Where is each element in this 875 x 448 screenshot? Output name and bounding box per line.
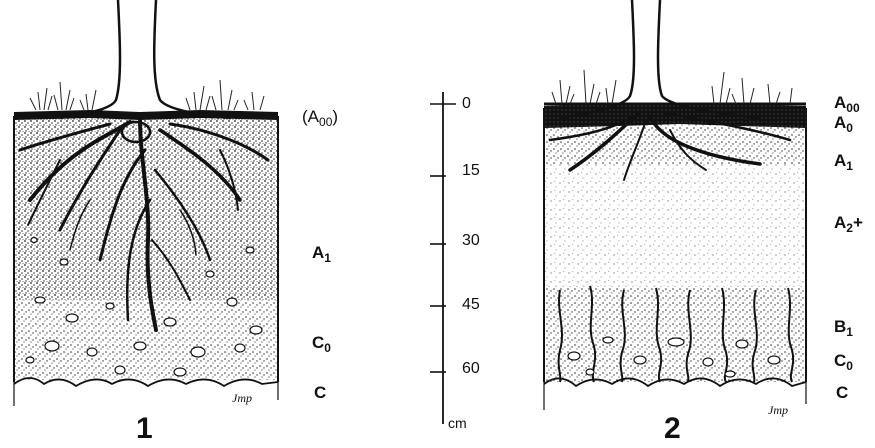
tick-label-45: 45 — [462, 297, 480, 313]
profile-2-tree-trunk — [560, 0, 760, 118]
scale-unit: cm — [448, 416, 467, 430]
profile-1-tree-trunk — [60, 0, 230, 118]
tick-label-15: 15 — [462, 163, 480, 179]
profile-1-label-a1: A1 — [312, 244, 331, 264]
profile-2-a1-horizon — [544, 124, 806, 164]
profile-1-label-c0: C0 — [312, 334, 331, 354]
profile-2-label-a1: A1 — [834, 152, 853, 172]
profile-2-grass — [552, 70, 792, 104]
profile-2-label-b1: B1 — [834, 318, 853, 338]
profile-1-signature: Jmp — [232, 391, 252, 405]
profile-2-label-a0: A0 — [834, 114, 853, 134]
profile-1-label-a00: (A00) — [302, 108, 338, 128]
profile-2-number: 2 — [664, 414, 681, 444]
profile-1-litter-layer — [14, 110, 278, 120]
profile-1-a1-horizon — [14, 116, 278, 332]
profile-2-signature: Jmp — [768, 403, 788, 417]
profile-1-c0-horizon — [14, 300, 278, 380]
profile-2-label-c0: C0 — [834, 352, 853, 372]
depth-scale — [430, 92, 456, 424]
profile-2-label-c: C — [836, 384, 848, 401]
profile-2-label-a2: A2+ — [834, 214, 863, 234]
profile-2-b1-horizon — [544, 286, 806, 382]
tick-label-30: 30 — [462, 233, 480, 249]
profile-2-label-a00: A00 — [834, 94, 860, 114]
tick-label-0: 0 — [462, 96, 471, 112]
profile-1-label-c: C — [314, 384, 326, 401]
profile-2-a2-horizon — [544, 150, 806, 290]
tick-label-60: 60 — [462, 361, 480, 377]
profile-1-grass — [30, 80, 264, 110]
profile-1 — [14, 0, 278, 406]
profile-2 — [544, 0, 806, 410]
profile-1-number: 1 — [136, 414, 153, 444]
